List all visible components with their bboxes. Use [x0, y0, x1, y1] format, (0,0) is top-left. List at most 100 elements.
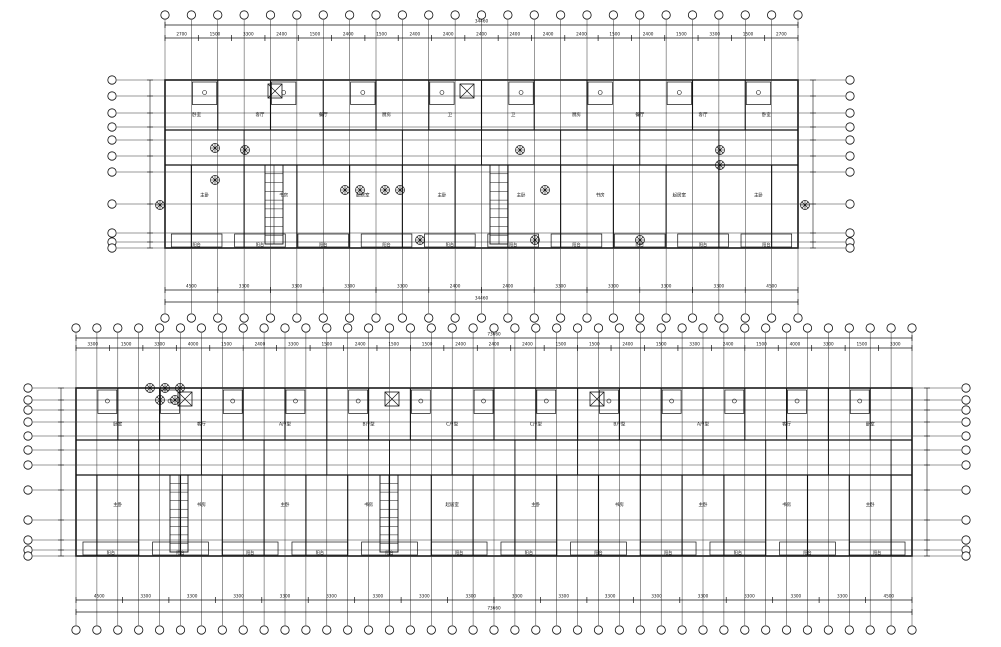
bathroom-outline [666, 81, 692, 105]
axis-bubble-bottom [160, 313, 170, 323]
room-label-lg: 书房 [782, 501, 791, 508]
plant-leaves [801, 201, 809, 209]
room-label-md: 餐厅 [635, 111, 644, 118]
room-label-lg: 起居室 [445, 501, 459, 508]
axis-bubble-top [656, 323, 666, 333]
plant-outline [175, 383, 185, 393]
axis-bubble-bottom [318, 313, 328, 323]
axis-bubble-bottom [280, 625, 290, 635]
balcony-outline [170, 233, 223, 248]
axis-bubble-left [23, 551, 33, 561]
axis-bubble-right [961, 460, 971, 470]
plant-outline [530, 235, 540, 245]
dimension-label: 3300 [280, 594, 291, 599]
room-label-lg: 起居室 [356, 192, 370, 199]
room-label-lg: 书房 [197, 501, 206, 508]
dimension-label: 2400 [522, 342, 533, 347]
furniture-plant-icon [155, 395, 165, 405]
elevator-cross [177, 391, 193, 407]
dimension-label: 3300 [419, 594, 430, 599]
dimension-label: 1500 [321, 342, 332, 347]
axis-bubble-bottom [175, 625, 186, 635]
dimension-label: 2400 [410, 32, 421, 37]
furniture-plant-icon [395, 185, 405, 195]
axis-bubble-bottom [384, 625, 395, 635]
room-label-balcony: 阳台 [594, 549, 602, 556]
elevator-shaft [177, 391, 193, 407]
axis-bubble-bottom [405, 625, 415, 635]
axis-bubble-bottom [572, 625, 583, 635]
room-label-md: B户型 [363, 420, 376, 427]
axis-bubble-bottom [582, 313, 592, 323]
dimension-label: 2400 [509, 32, 520, 37]
axis-bubble-bottom [698, 625, 708, 635]
elevator-shaft [589, 391, 605, 407]
axis-bubble-top [510, 323, 520, 333]
dimension-label: 2400 [543, 32, 554, 37]
toilet-icon [355, 398, 361, 404]
plant-leaves [341, 186, 349, 194]
balcony-outline [639, 541, 697, 556]
toilet-icon [293, 398, 298, 404]
axis-bubble-top [450, 10, 460, 20]
axis-bubble-top [405, 323, 415, 333]
room-label-balcony: 阳台 [246, 549, 254, 556]
dimension-label: 4500 [766, 284, 777, 289]
dimension-label: 2400 [576, 32, 587, 37]
axis-bubble-bottom [489, 625, 499, 635]
axis-bubble-bottom [155, 625, 165, 635]
plant-outline [155, 200, 165, 210]
axis-bubble-bottom [677, 625, 687, 635]
furniture-plant-icon [210, 175, 220, 185]
dimension-label: 2400 [503, 284, 514, 289]
dimension-label: 3300 [233, 594, 244, 599]
dimension-label: 3300 [714, 284, 725, 289]
axis-bubble-bottom [740, 313, 750, 323]
overall-dimension-bottom: 73660 [75, 606, 913, 615]
room-label-lg: 主卧 [200, 192, 209, 199]
room-label-md: 卧室 [762, 111, 771, 118]
dimension-label: 3300 [698, 594, 709, 599]
axis-bubble-bottom [761, 625, 771, 635]
toilet-icon [597, 90, 603, 95]
axis-bubble-left [107, 243, 117, 253]
plant-outline [715, 160, 725, 170]
axis-bubble-left [23, 445, 33, 455]
axis-bubble-top [186, 10, 196, 20]
balconies: 阳台阳台阳台阳台阳台阳台阳台阳台阳台阳台阳台阳台 [82, 541, 906, 556]
plant-outline [155, 395, 165, 405]
axis-bubble-bottom [793, 313, 803, 323]
axis-bubble-top [767, 10, 777, 20]
bathroom-outline [222, 389, 243, 414]
room-label-lg: 起居室 [673, 192, 687, 199]
axis-bubble-bottom [531, 625, 541, 635]
plant-outline [515, 145, 525, 155]
axis-bubble-left [107, 75, 117, 85]
room-label-balcony: 阳台 [572, 241, 580, 248]
plant-leaves [171, 396, 179, 404]
dimension-label: 1500 [388, 342, 399, 347]
axis-bubble-top [363, 323, 374, 333]
balcony-outline [550, 233, 603, 248]
plant-outline [240, 145, 250, 155]
axis-bubble-right [961, 535, 971, 545]
room-label-md: 客厅 [255, 111, 264, 118]
room-label-balcony: 阳台 [873, 549, 881, 556]
axis-bubble-bottom [292, 313, 302, 323]
axis-bubble-bottom [503, 313, 513, 323]
elevator-cross [459, 83, 475, 99]
axis-bubble-top [424, 10, 434, 20]
axis-bubble-bottom [426, 625, 436, 635]
dimension-label: 3300 [326, 594, 337, 599]
room-label-lg: 主卧 [281, 501, 290, 508]
axis-bubble-top [740, 10, 750, 20]
plant-outline [210, 143, 220, 153]
axis-bubble-top [719, 323, 729, 333]
furniture-plant-icon [380, 185, 390, 195]
axis-bubble-bottom [656, 625, 666, 635]
axis-bubble-top [614, 323, 625, 333]
axis-bubble-bottom [823, 625, 834, 635]
axis-bubble-top [687, 10, 698, 20]
axis-bubble-top [292, 10, 302, 20]
